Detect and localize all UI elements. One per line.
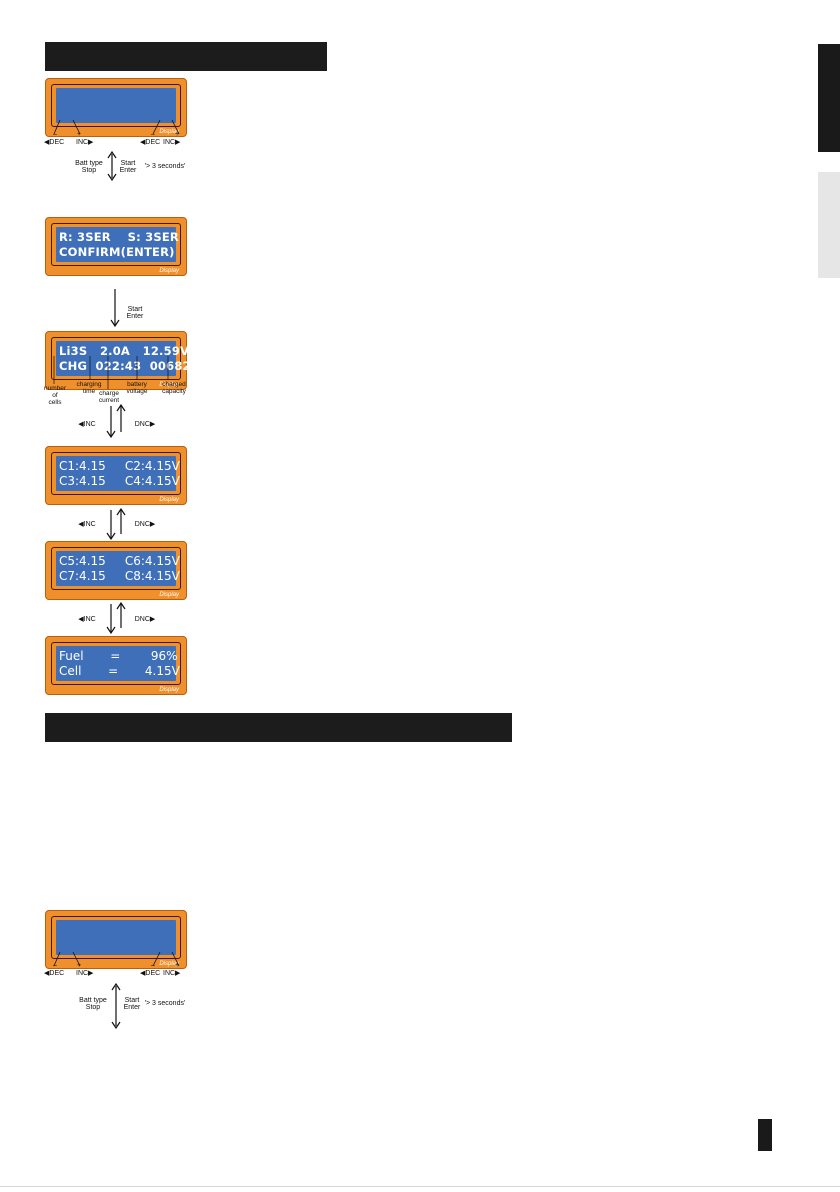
lcd-screen: R: 3SER S: 3SER CONFIRM(ENTER) <box>56 227 179 262</box>
lcd-display-fuel: Fuel = 96% Cell = 4.15V Display <box>45 636 187 695</box>
plus-key-label: + <box>77 962 82 969</box>
annotation-charged-capacity: charged capacity <box>162 381 186 395</box>
lcd-display-charging: Li3S 2.0A 12.59V CHG 022:43 00682 Displa… <box>45 331 191 390</box>
plus-key-label: + <box>175 962 180 969</box>
lcd-line-1: Fuel = 96% <box>59 649 178 663</box>
lcd-display-cells-1-4: C1:4.15 C2:4.15V C3:4.15 C4:4.15V Displa… <box>45 446 187 505</box>
hold-duration-label: '> 3 seconds' <box>144 1000 186 1007</box>
hold-duration-label: '> 3 seconds' <box>144 163 186 170</box>
lcd-screen: Li3S 2.0A 12.59V CHG 022:43 00682 <box>56 341 191 376</box>
section-header-bar-1 <box>45 42 327 71</box>
double-arrow-icon <box>107 151 117 181</box>
lcd-line-2: CONFIRM(ENTER) <box>59 245 175 259</box>
annotation-number-of-cells: number of cells <box>43 385 67 406</box>
display-brand: Display <box>159 382 179 388</box>
inc-button[interactable]: INC▶ <box>163 139 181 146</box>
double-arrow-icon <box>111 983 121 1029</box>
side-tab-inactive <box>818 172 840 278</box>
lcd-screen: Fuel = 96% Cell = 4.15V <box>56 646 180 681</box>
minus-key-label: – <box>53 131 57 138</box>
inc-nav-label: ◀INC <box>78 421 96 428</box>
enter-label: Enter <box>126 313 144 320</box>
start-label: Start <box>124 997 140 1004</box>
display-brand: Display <box>159 268 179 274</box>
dec-button[interactable]: ◀DEC <box>44 139 65 146</box>
display-brand: Display <box>159 497 179 503</box>
display-brand: Display <box>159 129 179 135</box>
lcd-line-2: Cell = 4.15V <box>59 664 180 678</box>
enter-label: Enter <box>119 167 137 174</box>
inc-button[interactable]: INC▶ <box>76 139 94 146</box>
inc-nav-label: ◀INC <box>78 521 96 528</box>
dnc-nav-label: DNC▶ <box>134 421 156 428</box>
inc-button[interactable]: INC▶ <box>163 970 181 977</box>
plus-key-label: + <box>77 131 82 138</box>
up-down-arrows-icon <box>106 404 126 438</box>
key-leader-lines-2 <box>53 952 180 967</box>
lcd-line-2: C7:4.15 C8:4.15V <box>59 569 180 583</box>
annotation-charge-current: charge current <box>98 390 120 404</box>
stop-label: Stop <box>85 1004 101 1011</box>
lcd-display-cells-5-8: C5:4.15 C6:4.15V C7:4.15 C8:4.15V Displa… <box>45 541 187 600</box>
up-down-arrows-icon <box>106 602 126 634</box>
lcd-line-2: C3:4.15 C4:4.15V <box>59 474 180 488</box>
batt-type-label: Batt type <box>79 997 107 1004</box>
display-brand: Display <box>159 592 179 598</box>
section-header-bar-2 <box>45 713 512 742</box>
lcd-screen <box>56 920 176 955</box>
lcd-screen: C5:4.15 C6:4.15V C7:4.15 C8:4.15V <box>56 551 180 586</box>
annotation-leader-lines <box>53 356 169 389</box>
stop-label: Stop <box>81 167 97 174</box>
annotation-battery-voltage: battery voltage <box>126 381 148 395</box>
display-brand: Display <box>159 961 179 967</box>
footer-line <box>0 1186 840 1187</box>
dec-button[interactable]: ◀DEC <box>140 970 161 977</box>
dec-button[interactable]: ◀DEC <box>140 139 161 146</box>
start-label: Start <box>120 160 136 167</box>
minus-key-label: – <box>151 962 155 969</box>
dnc-nav-label: DNC▶ <box>134 521 156 528</box>
inc-button[interactable]: INC▶ <box>76 970 94 977</box>
lcd-display-confirm: R: 3SER S: 3SER CONFIRM(ENTER) Display <box>45 217 187 276</box>
lcd-display-blank-2: Display <box>45 910 187 969</box>
lcd-line-1: C1:4.15 C2:4.15V <box>59 459 180 473</box>
minus-key-label: – <box>53 962 57 969</box>
lcd-line-1: Li3S 2.0A 12.59V <box>59 344 190 358</box>
annotation-charging-time: charging time <box>76 381 102 395</box>
plus-key-label: + <box>175 131 180 138</box>
minus-key-label: – <box>151 131 155 138</box>
side-tab-active <box>818 44 840 152</box>
lcd-line-1: C5:4.15 C6:4.15V <box>59 554 180 568</box>
start-label: Start <box>127 306 143 313</box>
display-brand: Display <box>159 687 179 693</box>
dnc-nav-label: DNC▶ <box>134 616 156 623</box>
down-arrow-icon <box>110 289 120 327</box>
up-down-arrows-icon <box>106 508 126 540</box>
lcd-screen: C1:4.15 C2:4.15V C3:4.15 C4:4.15V <box>56 456 180 491</box>
inc-nav-label: ◀INC <box>78 616 96 623</box>
lcd-screen <box>56 88 176 123</box>
key-leader-lines-1 <box>53 120 180 135</box>
enter-label: Enter <box>123 1004 141 1011</box>
dec-button[interactable]: ◀DEC <box>44 970 65 977</box>
lcd-line-1: R: 3SER S: 3SER <box>59 230 179 244</box>
page-number-block <box>758 1119 772 1151</box>
lcd-display-blank-1: Display <box>45 78 187 137</box>
batt-type-label: Batt type <box>75 160 103 167</box>
